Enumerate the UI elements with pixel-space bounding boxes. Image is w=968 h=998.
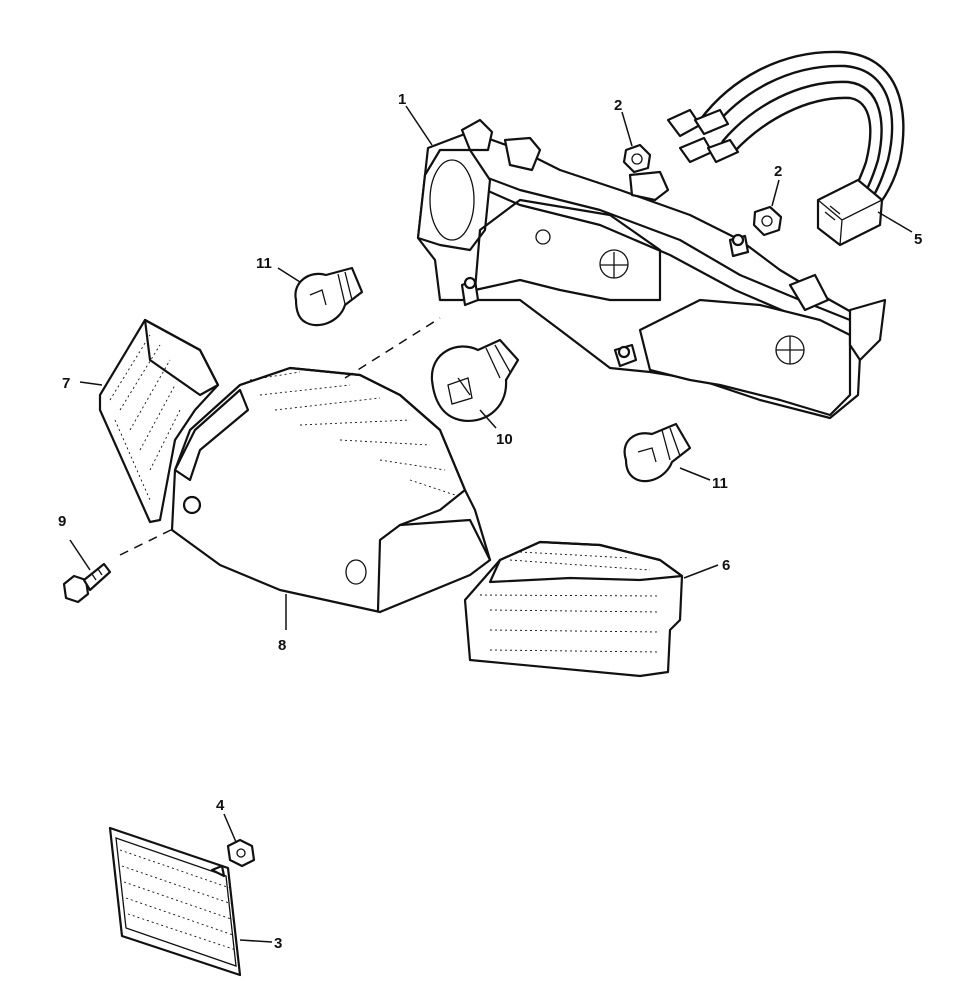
callout-2-right: 2 <box>774 163 782 180</box>
callout-11-upper: 11 <box>256 255 272 272</box>
callout-9: 9 <box>58 513 66 530</box>
large-bulb-part <box>430 338 520 423</box>
tail-lens-part <box>170 366 492 614</box>
plate-reflector-part <box>108 826 242 977</box>
callout-6: 6 <box>722 557 730 574</box>
nut-part-upper <box>622 143 652 174</box>
callout-labels: 1 2 2 3 4 5 6 7 8 9 10 11 11 <box>58 91 922 952</box>
callout-4: 4 <box>216 797 225 814</box>
nut-part-right <box>752 205 783 237</box>
reflector-nut-part <box>226 838 256 868</box>
callout-10: 10 <box>496 431 513 448</box>
left-turn-signal-lens-part <box>98 318 220 524</box>
callout-2-upper: 2 <box>614 97 622 114</box>
callout-11-lower: 11 <box>712 475 728 492</box>
callout-7: 7 <box>62 375 70 392</box>
small-bulb-part-lower <box>623 422 692 483</box>
callout-5: 5 <box>914 231 922 248</box>
screw-part <box>62 562 112 604</box>
wiring-harness-part <box>666 50 905 247</box>
assembly-lines <box>119 317 441 556</box>
callout-3: 3 <box>274 935 282 952</box>
callout-1: 1 <box>398 91 406 108</box>
callout-8: 8 <box>278 637 286 654</box>
leader-lines <box>69 105 913 943</box>
housing-bracket-part <box>416 118 887 420</box>
right-turn-signal-lens-part <box>463 540 684 678</box>
small-bulb-part-upper <box>294 266 364 327</box>
